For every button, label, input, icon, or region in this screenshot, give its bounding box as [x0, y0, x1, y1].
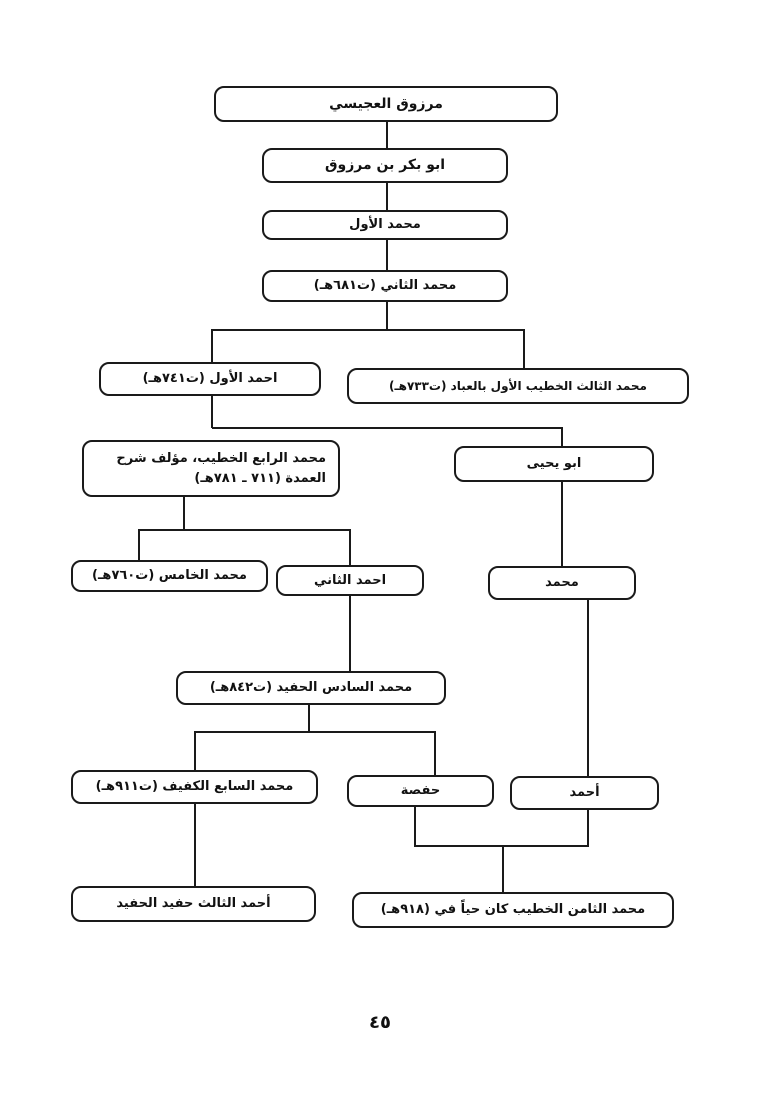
edge-split-n5-n6: [211, 329, 525, 368]
node-ahmad-plain: أحمد: [510, 776, 659, 810]
node-muhammad-vi: محمد السادس الحفيد (ت٨٤٢هـ): [176, 671, 446, 705]
node-ahmad-ii: احمد الثاني: [276, 565, 424, 596]
node-abu-bakr-bin-marzuq: ابو بكر بن مرزوق: [262, 148, 508, 183]
node-muhammad-iii: محمد الثالث الخطيب الأول بالعباد (ت٧٣٣هـ…: [347, 368, 689, 404]
node-marzuq-al-ajisi: مرزوق العجيسي: [214, 86, 558, 122]
page-number: ٤٥: [369, 1012, 391, 1033]
node-hafsa: حفصة: [347, 775, 494, 807]
node-muhammad-vii: محمد السابع الكفيف (ت٩١١هـ): [71, 770, 318, 804]
node-muhammad-i: محمد الأول: [262, 210, 508, 240]
node-ahmad-iii: أحمد الثالث حفيد الحفيد: [71, 886, 316, 922]
node-muhammad-ii: محمد الثاني (ت٦٨١هـ): [262, 270, 508, 302]
node-muhammad-plain: محمد: [488, 566, 636, 600]
edge-split-n7-n8: [212, 427, 563, 446]
edge-split-n13-n14: [194, 731, 436, 775]
node-muhammad-v: محمد الخامس (ت٧٦٠هـ): [71, 560, 268, 592]
node-muhammad-viii: محمد الثامن الخطيب كان حياً في (٩١٨هـ): [352, 892, 674, 928]
node-ahmad-i: احمد الأول (ت٧٤١هـ): [99, 362, 321, 396]
node-muhammad-iv: محمد الرابع الخطيب، مؤلف شرح العمدة (٧١١…: [82, 440, 340, 497]
node-abu-yahya: ابو يحيى: [454, 446, 654, 482]
edge-join-n14-n15: [414, 807, 589, 847]
edge-split-n9-n10: [138, 529, 351, 565]
